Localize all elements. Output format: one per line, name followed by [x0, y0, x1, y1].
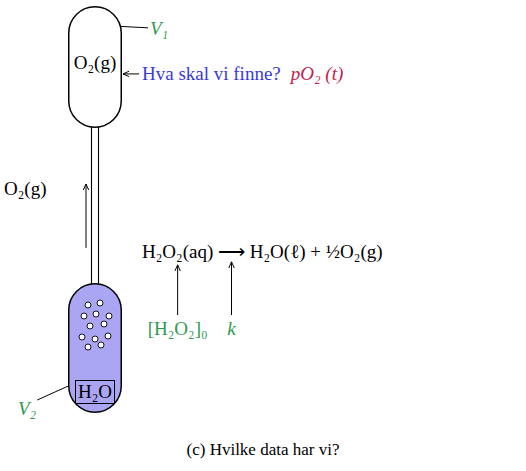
gas-flask: O₂(g)	[68, 6, 122, 128]
gas-bubble	[101, 321, 107, 327]
gas-bubble	[93, 311, 99, 317]
pointer-arrow	[231, 262, 232, 315]
node-label: O₂(g)	[74, 52, 117, 74]
flask-shape	[69, 284, 122, 413]
boxed-label: H₂O	[75, 380, 115, 404]
rate-constant-label: k	[227, 318, 235, 340]
volume-label: V₁	[150, 18, 168, 40]
gas-bubble	[106, 313, 112, 319]
gas-bubble	[97, 300, 103, 306]
reaction-equation: H₂O₂(aq) ⟶ H₂O(ℓ) + ½O₂(g)	[142, 241, 383, 263]
solution-flask: H₂O	[68, 283, 122, 413]
concentration-label: [H₂O₂]₀	[148, 318, 208, 340]
quantity-label: pO₂ (t)	[291, 63, 344, 85]
gas-bubble	[87, 323, 93, 329]
connecting-tube	[92, 127, 99, 284]
flow-arrow	[86, 184, 87, 248]
gas-bubble	[79, 334, 85, 340]
pointer-arrow	[177, 265, 178, 315]
gas-bubble	[98, 342, 104, 348]
question-text: Hva skal vi finne?	[142, 63, 281, 85]
flow-label: O₂(g)	[4, 178, 47, 200]
gas-bubble	[92, 336, 98, 342]
flask-shape	[69, 7, 122, 128]
pointer-arrow	[123, 73, 139, 74]
gas-bubble	[85, 302, 91, 308]
gas-bubble	[85, 344, 91, 350]
figure-caption: (c) Hvilke data har vi?	[187, 440, 340, 460]
gas-bubble	[105, 333, 111, 339]
volume-label: V₂	[18, 398, 36, 420]
gas-bubble	[81, 313, 87, 319]
